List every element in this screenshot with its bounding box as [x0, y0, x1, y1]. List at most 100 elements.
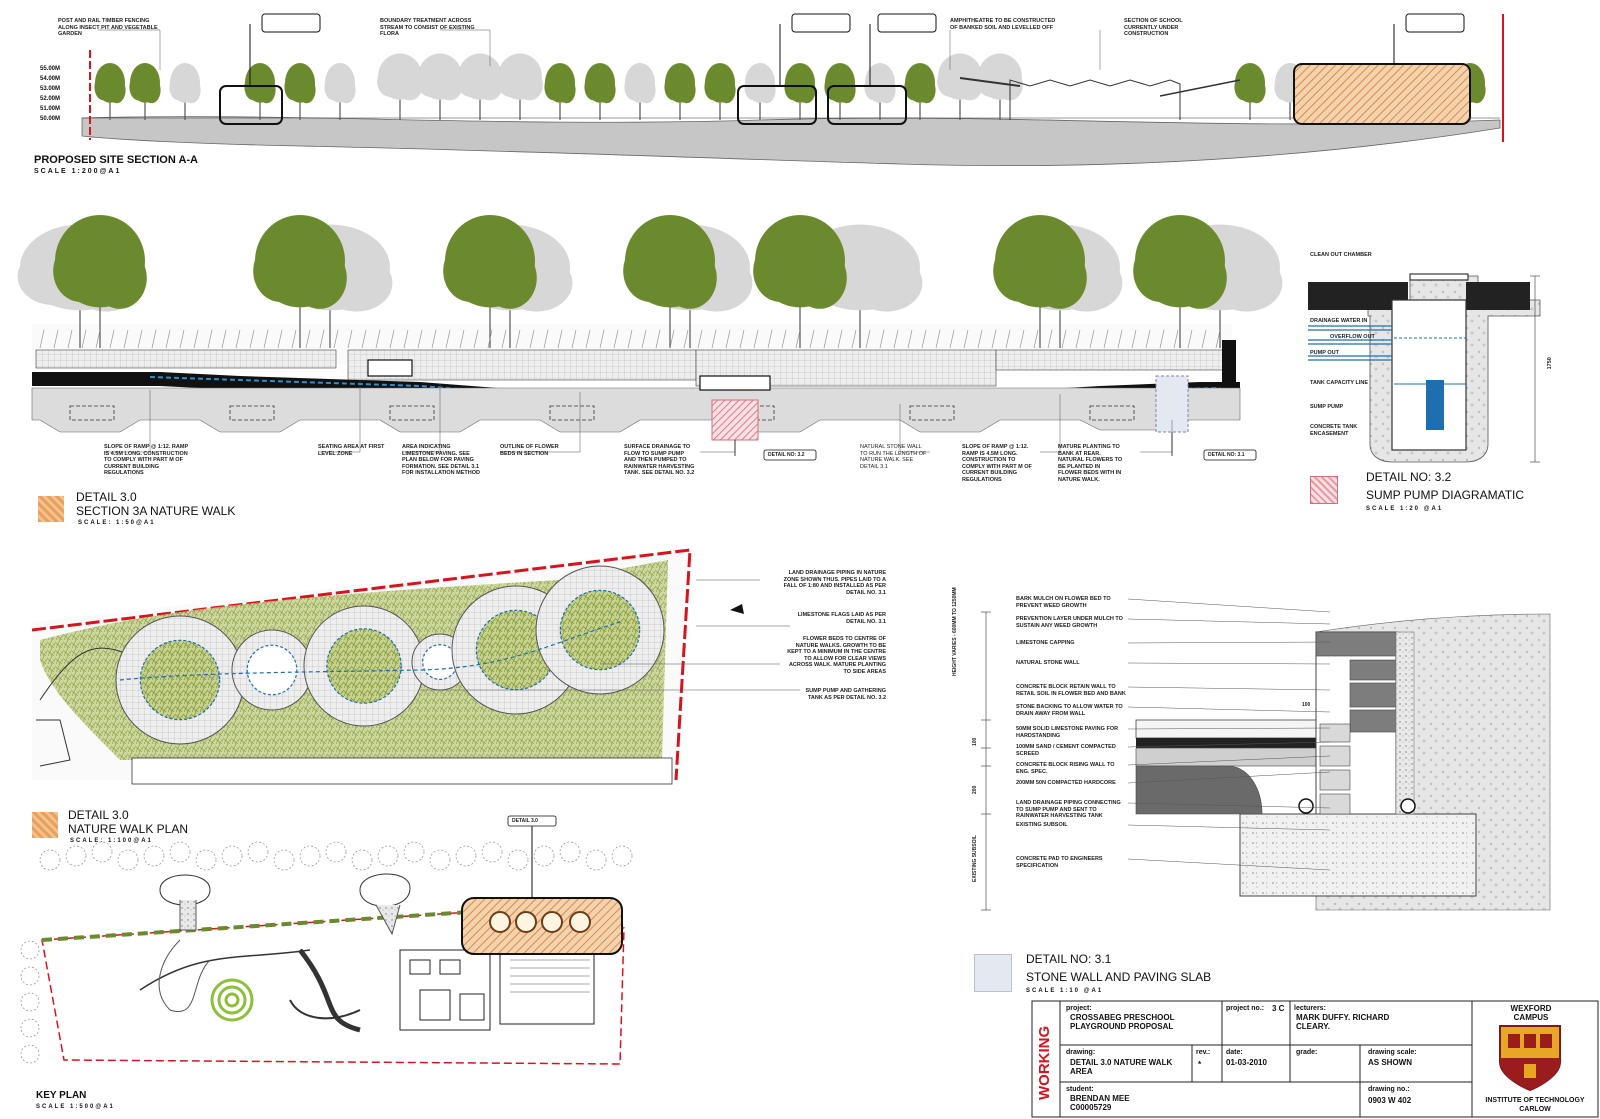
leader-line: [1127, 641, 1331, 644]
drawing-no-label: drawing no.:: [1368, 1086, 1410, 1093]
key-tree: [65, 845, 87, 867]
sump-detail: DETAIL NO: 3.2: [1366, 470, 1452, 484]
plan-detail: DETAIL 3.0: [68, 808, 129, 822]
tree-aa: [544, 63, 576, 120]
wall-title: STONE WALL AND PAVING SLAB: [1026, 970, 1212, 984]
tree-aa-ghost: [377, 53, 423, 120]
student-label: student:: [1066, 1086, 1094, 1093]
key-tree: [533, 845, 555, 867]
tree-aa-ghost: [977, 53, 1023, 120]
key-tree: [403, 841, 425, 863]
institute-name: INSTITUTE OF TECHNOLOGY CARLOW: [1485, 1097, 1585, 1113]
plan-note-sump: SUMP PUMP AND GATHERING TANK AS PER DETA…: [805, 688, 886, 701]
tree-aa: [94, 63, 126, 120]
key-tree: [351, 849, 373, 871]
tree-3a: [623, 215, 717, 348]
student-value: BRENDAN MEE C00005729: [1070, 1094, 1130, 1112]
key-tree: [377, 845, 399, 867]
level-51: 51.00m: [40, 106, 61, 112]
s3a-tag-31: DETAIL NO: 3.1: [1208, 452, 1245, 458]
tree-aa: [784, 63, 816, 120]
project-value: CROSSABEG PRESCHOOL PLAYGROUND PROPOSAL: [1070, 1013, 1175, 1031]
lecturers-value: MARK DUFFY. RICHARD CLEARY.: [1296, 1013, 1390, 1031]
stone-wall-label: CONCRETE PAD TO ENGINEERS SPECIFICATION: [1016, 856, 1103, 869]
paving-ring: [115, 615, 245, 745]
leader-line: [1127, 858, 1331, 871]
level-scale: 55.00m 54.00m 53.00m 52.00m 51.00m 50.00…: [40, 64, 60, 124]
sump-label-pump: SUMP PUMP: [1310, 404, 1344, 410]
section-aa-scale: SCALE 1:200@A1: [34, 168, 122, 175]
key-tree: [299, 845, 321, 867]
key-tree: [585, 849, 607, 871]
aa-note-school: SECTION OF SCHOOL CURRENTLY UNDER CONSTR…: [1124, 18, 1183, 37]
project-label: project:: [1066, 1005, 1092, 1012]
plan-title: NATURE WALK PLAN: [68, 822, 189, 836]
stone-wall-label: EXISTING SUBSOIL: [1016, 822, 1068, 828]
wall-dim-height: HEIGHT VARIES - 600mm TO 1250mm: [952, 587, 958, 676]
leader-line: [1127, 727, 1331, 730]
tree-3a: [993, 215, 1087, 348]
stone-wall-detail: [981, 598, 1551, 911]
key-ring: [541, 911, 563, 933]
swatch-detail-31: [974, 954, 1012, 992]
key-tree: [221, 845, 243, 867]
key-tree: [611, 845, 633, 867]
wall-detail: DETAIL NO: 3.1: [1026, 952, 1112, 966]
institute-crest: [1499, 1025, 1561, 1092]
wall-dim-100b: 100: [1302, 702, 1311, 708]
footing: [1089, 405, 1135, 421]
stone-wall-label: NATURAL STONE WALL: [1016, 660, 1080, 666]
s3a-note-drainage: SURFACE DRAINAGE TO FLOW TO SUMP PUMP AN…: [624, 444, 695, 476]
key-plan-tag: DETAIL 3.0: [512, 818, 538, 824]
key-ring: [515, 911, 537, 933]
key-ring: [489, 911, 511, 933]
s3a-scale: SCALE: 1:50@A1: [78, 520, 156, 526]
wall-dim-100: 100: [972, 737, 978, 746]
tree-aa: [824, 63, 856, 120]
stone-wall-label: CONCRETE BLOCK RETAIN WALL TO RETAIL SOI…: [1016, 684, 1126, 697]
s3a-title: SECTION 3A NATURE WALK: [76, 504, 236, 518]
key-ring: [569, 911, 591, 933]
leader-line: [1127, 802, 1331, 809]
key-tree: [20, 1018, 40, 1038]
leader-line: [1127, 686, 1331, 691]
key-tree: [91, 841, 113, 863]
key-plan-title: KEY PLAN: [36, 1090, 87, 1101]
site-section-aa: [81, 13, 1504, 167]
key-tree: [481, 841, 503, 863]
stone-wall-label: 100mm SAND / CEMENT COMPACTED SCREED: [1016, 744, 1116, 757]
footing: [909, 405, 955, 421]
leader-line: [1127, 706, 1331, 713]
aa-note-amphitheatre: AMPHITHEATRE TO BE CONSTRUCTED OF BANKED…: [950, 18, 1056, 31]
s3a-tag-32: DETAIL NO: 3.2: [768, 452, 805, 458]
leader-line: [1127, 771, 1331, 784]
tree-3a: [443, 215, 537, 348]
swatch-detail-32: [1310, 476, 1338, 504]
leader-line: [1127, 755, 1331, 766]
date-value: 01-03-2010: [1226, 1058, 1267, 1067]
leader-line: [1127, 662, 1331, 665]
drawing-value: DETAIL 3.0 NATURE WALK AREA: [1070, 1058, 1173, 1076]
stone-wall-label: BARK MULCH ON FLOWER BED TO PREVENT WEED…: [1016, 596, 1111, 609]
key-tree: [117, 849, 139, 871]
s3a-note-paving: AREA INDICATING LIMESTONE PAVING. SEE PL…: [402, 444, 481, 476]
tree-aa: [169, 63, 201, 120]
project-no-value: 3 C: [1272, 1004, 1285, 1013]
sump-label-chamber: CLEAN OUT CHAMBER: [1310, 252, 1372, 258]
project-no-label: project no.:: [1226, 1005, 1265, 1012]
sump-label-pump-out: PUMP OUT: [1310, 350, 1339, 356]
key-plan-scale: SCALE 1:500@A1: [36, 1104, 115, 1110]
key-tree: [20, 992, 40, 1012]
tree-aa-ghost: [417, 53, 463, 120]
footing: [69, 405, 115, 421]
stone-wall-label: LIMESTONE CAPPING: [1016, 640, 1075, 646]
tree-aa: [284, 63, 316, 120]
tree-aa: [704, 63, 736, 120]
leader-line: [1127, 824, 1331, 831]
stone-wall-label: CONCRETE BLOCK RISING WALL TO ENG. SPEC.: [1016, 762, 1115, 775]
stone-wall-label: PREVENTION LAYER UNDER MULCH TO SUSTAIN …: [1016, 616, 1123, 629]
s3a-note-stone-wall: NATURAL STONE WALL TO RUN THE LENGTH OF …: [860, 444, 927, 470]
tree-3a: [753, 215, 847, 348]
paving-ring: [231, 629, 313, 711]
